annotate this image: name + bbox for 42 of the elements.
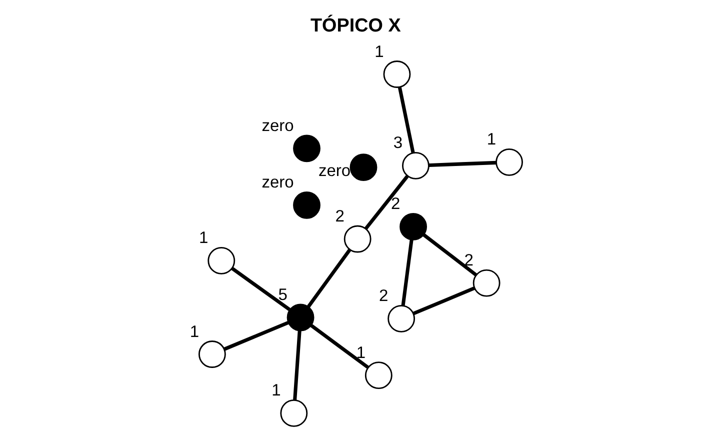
connector <box>422 233 477 276</box>
node-label: 2 <box>378 286 388 306</box>
node-label: 1 <box>356 342 366 362</box>
node-circle <box>343 225 371 253</box>
connector <box>230 266 290 312</box>
connector <box>292 330 301 400</box>
node-circle <box>292 191 320 219</box>
node-circle <box>387 304 415 332</box>
node-label: 2 <box>334 206 344 226</box>
node-label: 1 <box>271 380 280 400</box>
node-label: 3 <box>392 133 402 152</box>
node-label: zero <box>261 116 294 135</box>
connector <box>397 86 414 153</box>
connector <box>306 248 351 308</box>
node-label: zero <box>261 172 294 192</box>
node-circle <box>402 152 429 180</box>
connector <box>364 175 408 230</box>
node-circle <box>399 213 426 240</box>
connector <box>412 286 475 316</box>
connector <box>310 324 368 369</box>
node-circle <box>292 134 320 162</box>
node-label: 2 <box>464 250 473 270</box>
node-label: 1 <box>486 130 496 149</box>
node-circle <box>472 269 500 297</box>
node-circle <box>382 60 410 88</box>
node-circle <box>280 400 308 427</box>
node-label: 1 <box>189 322 199 341</box>
node-circle <box>349 154 377 182</box>
connector <box>428 160 496 167</box>
node-label: 1 <box>198 228 208 248</box>
node-circle <box>198 340 226 368</box>
node-circle <box>207 247 235 274</box>
node-circle <box>495 148 522 176</box>
connector <box>223 320 288 351</box>
node-label: 5 <box>278 285 287 304</box>
node-label: 1 <box>374 42 384 61</box>
node-circle <box>286 304 314 332</box>
node-label: zero <box>318 160 350 180</box>
node-label: 2 <box>390 194 400 214</box>
node-circle <box>364 362 392 390</box>
connector <box>400 240 413 306</box>
diagram-title: TÓPICO X <box>310 15 400 36</box>
